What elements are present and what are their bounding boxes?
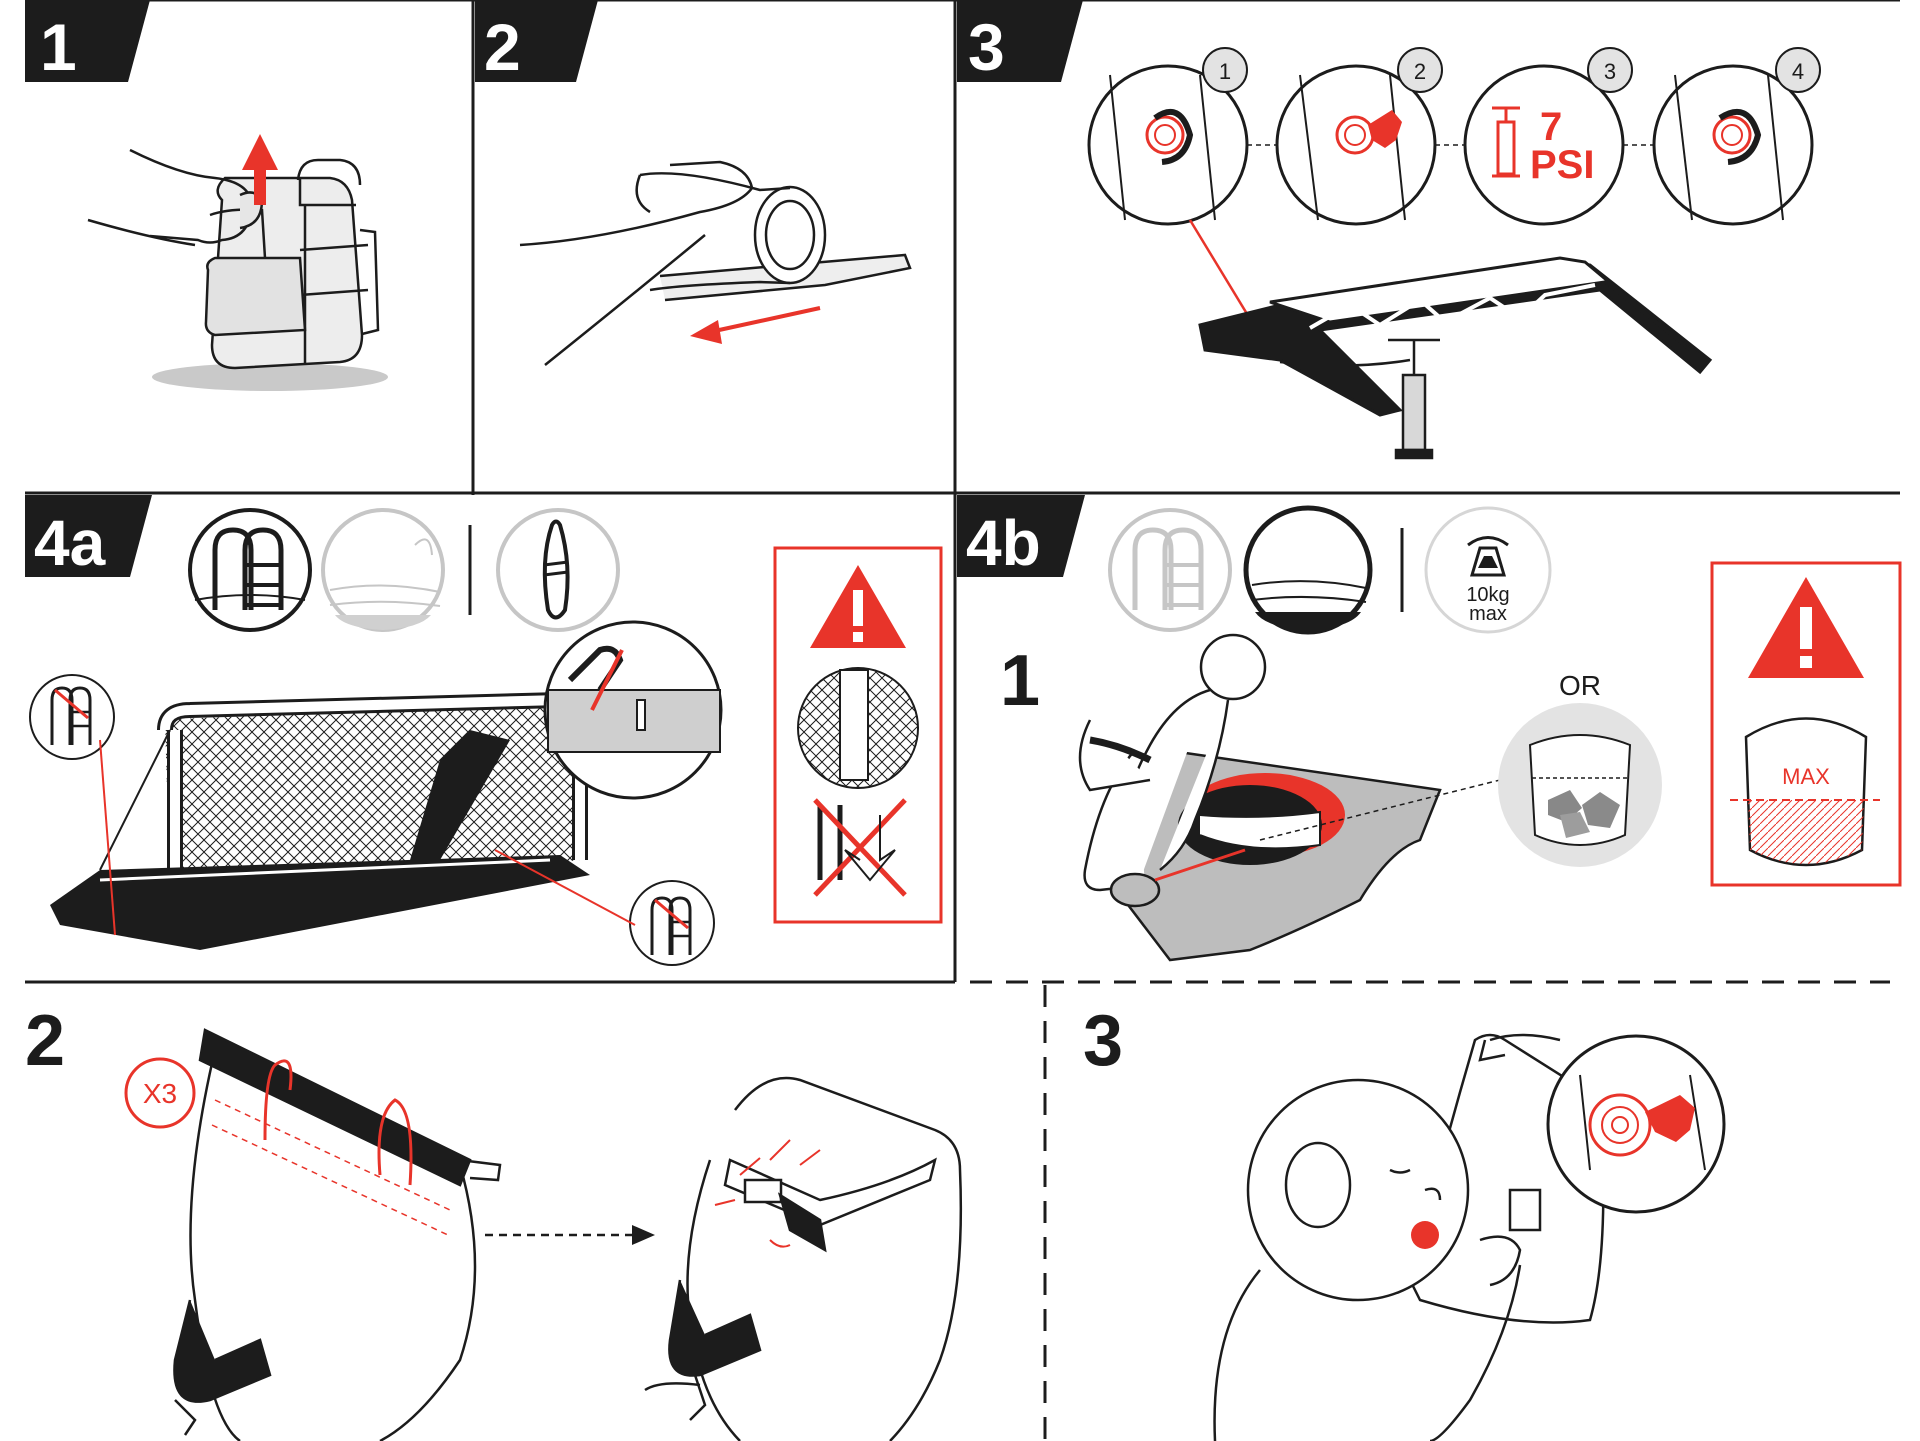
step-tab-4a: 4a xyxy=(25,495,152,579)
unroll-illustration xyxy=(519,160,912,366)
svg-text:4b: 4b xyxy=(966,507,1041,579)
filling-bag-illustration xyxy=(1078,633,1501,962)
substep-3-number: 3 xyxy=(1083,1001,1123,1081)
svg-text:4: 4 xyxy=(1792,59,1804,84)
open-water-icon xyxy=(1243,505,1373,635)
open-water-icon-disabled xyxy=(321,508,445,632)
repeat-badge: X3 xyxy=(124,1057,196,1129)
warning-icon xyxy=(1748,577,1864,678)
valve-sequence: 1 2 7 PSI 3 xyxy=(1087,47,1821,226)
svg-text:3: 3 xyxy=(968,10,1005,84)
warning-icon xyxy=(810,565,906,648)
backpack-illustration xyxy=(87,148,388,391)
inflatable-frame-illustration xyxy=(1198,256,1713,417)
dashed-dividers xyxy=(970,980,1890,1441)
goal-illustration xyxy=(50,691,590,950)
step-tab-2: 2 xyxy=(475,0,598,84)
rope-icon xyxy=(496,508,620,632)
svg-text:2: 2 xyxy=(484,10,521,84)
left-tether-line xyxy=(99,739,116,936)
max-fill-warning-box: MAX xyxy=(1710,561,1902,887)
svg-text:3: 3 xyxy=(1604,59,1616,84)
environment-icons-4a xyxy=(188,508,620,632)
step-tab-4b: 4b xyxy=(957,495,1085,579)
step-tab-3: 3 xyxy=(957,0,1083,84)
air-pump-illustration xyxy=(1279,338,1440,460)
substep-1-number: 1 xyxy=(1000,641,1040,721)
svg-text:max: max xyxy=(1469,603,1507,625)
dry-bag-closed-illustration xyxy=(644,1076,963,1441)
svg-text:10kg: 10kg xyxy=(1466,584,1509,606)
valve-step-1: 1 xyxy=(1087,47,1249,226)
ladder-attachment-right-icon xyxy=(629,880,715,966)
right-tether-line xyxy=(494,849,636,926)
valve-step-2: 2 xyxy=(1275,47,1443,226)
strap-detail-callout xyxy=(543,620,723,800)
svg-text:2: 2 xyxy=(1414,59,1426,84)
svg-text:4a: 4a xyxy=(34,507,106,579)
mouth-inflate-illustration xyxy=(1213,1033,1605,1441)
svg-text:1: 1 xyxy=(1219,59,1231,84)
pump-icon xyxy=(1492,106,1520,178)
pool-ladder-icon xyxy=(188,508,312,632)
panel-frames xyxy=(25,0,1900,984)
ladder-attachment-left-icon xyxy=(29,674,115,760)
step-tab-1: 1 xyxy=(25,0,150,84)
svg-text:1: 1 xyxy=(40,10,77,84)
ladder-warning-box xyxy=(773,546,943,924)
svg-text:MAX: MAX xyxy=(1782,764,1830,789)
environment-icons-4b: 10kg max xyxy=(1108,505,1552,635)
weight-bag-icon: 10kg max xyxy=(1424,506,1552,634)
valve-step-4: 4 xyxy=(1652,47,1821,226)
pull-up-arrow-icon xyxy=(242,134,278,205)
dry-bag-open-illustration xyxy=(173,1028,502,1441)
pull-left-arrow-icon xyxy=(690,306,821,344)
or-label: OR xyxy=(1559,670,1601,701)
pump-pressure-step: 7 PSI 3 xyxy=(1463,47,1633,226)
substep-2-number: 2 xyxy=(25,1001,65,1081)
next-arrow-icon xyxy=(485,1225,655,1245)
stones-bag-icon xyxy=(1498,703,1662,867)
pool-ladder-icon-disabled xyxy=(1108,508,1232,632)
svg-text:X3: X3 xyxy=(143,1078,177,1109)
valve-detail-callout xyxy=(1546,1034,1726,1214)
svg-text:7: 7 xyxy=(1540,105,1562,149)
svg-text:PSI: PSI xyxy=(1530,143,1594,187)
